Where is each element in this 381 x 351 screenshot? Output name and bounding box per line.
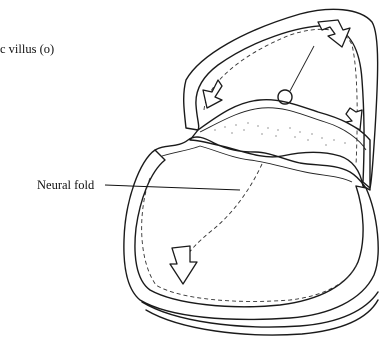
lower-arrow [170, 246, 197, 284]
upper-left-arrow [203, 80, 222, 108]
right-side-arrow [346, 108, 362, 130]
lower-shell [124, 137, 378, 335]
circle-connector [290, 46, 314, 91]
neural-groove [186, 164, 262, 258]
neural-fold-label: Neural fold [37, 179, 94, 192]
stippled-band [214, 122, 346, 146]
chorionic-villus-label: c villus (o) [0, 43, 54, 56]
upper-right-arrow [318, 20, 350, 47]
neural-fold-leader [105, 185, 240, 190]
